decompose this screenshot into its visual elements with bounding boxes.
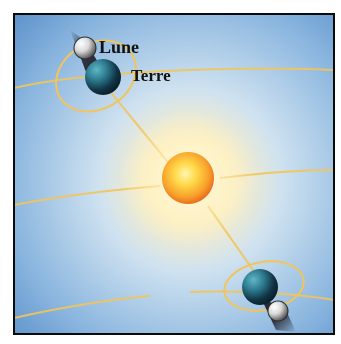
bottom-moon bbox=[267, 300, 289, 322]
sun bbox=[162, 152, 214, 204]
bottom-earth bbox=[242, 269, 278, 305]
top-earth bbox=[85, 59, 121, 95]
top-earth-moon-system bbox=[55, 30, 137, 113]
earth-label: Terre bbox=[131, 66, 171, 85]
bottom-earth-moon-system bbox=[223, 260, 305, 332]
image-frame bbox=[13, 13, 335, 335]
moon-label: Lune bbox=[99, 37, 140, 57]
top-moon bbox=[73, 36, 97, 60]
